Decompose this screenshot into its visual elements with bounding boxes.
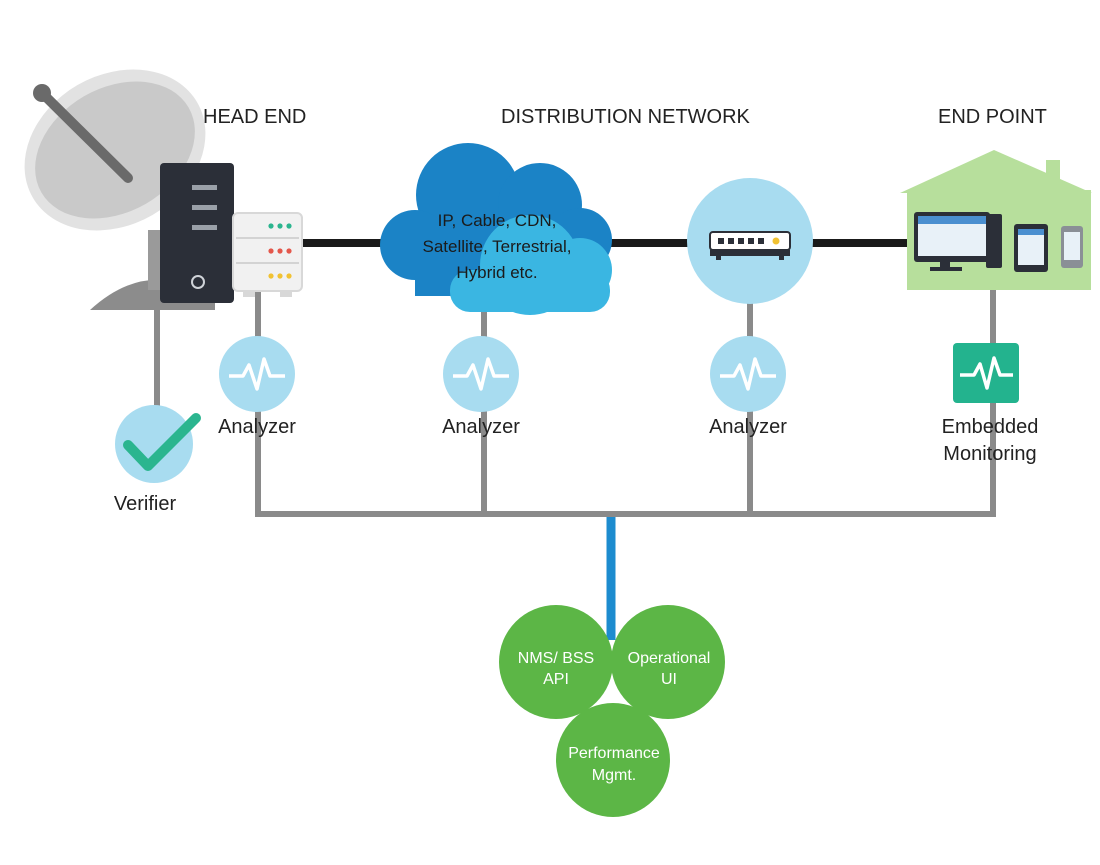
output-operational-ui xyxy=(611,605,725,719)
analyzer-node-1 xyxy=(219,336,295,412)
tablet-icon xyxy=(1014,224,1048,272)
analyzer-node-2 xyxy=(443,336,519,412)
analyzer-label-3: Analyzer xyxy=(709,416,787,438)
checkmark-icon xyxy=(123,413,201,471)
desktop-icon xyxy=(914,212,1002,271)
nms-label-line1: NMS/ BSS xyxy=(518,650,594,667)
cloud-line-2: Satellite, Terrestrial, xyxy=(423,237,572,256)
analyzer-node-3 xyxy=(710,336,786,412)
heading-end-point: END POINT xyxy=(938,106,1047,128)
pulse-icon xyxy=(960,356,1013,390)
analyzer-label-2: Analyzer xyxy=(442,416,520,438)
cloud-line-1: IP, Cable, CDN, xyxy=(438,211,557,230)
perf-label-line1: Performance xyxy=(568,745,660,762)
router-icon xyxy=(687,178,813,304)
output-performance-mgmt xyxy=(556,703,670,817)
distribution-cloud: IP, Cable, CDN, Satellite, Terrestrial, … xyxy=(380,143,612,315)
pulse-icon xyxy=(453,357,509,391)
heading-distribution-network: DISTRIBUTION NETWORK xyxy=(501,106,751,128)
ui-label-line2: UI xyxy=(661,671,677,688)
heading-head-end: HEAD END xyxy=(203,106,306,128)
embedded-label-line1: Embedded xyxy=(942,416,1039,438)
output-nms-bss xyxy=(499,605,613,719)
cloud-line-3: Hybrid etc. xyxy=(456,263,537,282)
pulse-icon xyxy=(720,357,776,391)
server-rack-icon xyxy=(232,212,303,297)
pulse-icon xyxy=(229,357,285,391)
nms-label-line2: API xyxy=(543,671,569,688)
embedded-monitoring-node xyxy=(953,343,1019,403)
phone-icon xyxy=(1061,226,1083,268)
embedded-label-line2: Monitoring xyxy=(943,443,1036,465)
analyzer-label-1: Analyzer xyxy=(218,416,296,438)
ui-label-line1: Operational xyxy=(628,650,711,667)
perf-label-line2: Mgmt. xyxy=(592,767,636,784)
verifier-node xyxy=(115,405,201,483)
verifier-label: Verifier xyxy=(114,493,177,515)
server-tower-icon xyxy=(160,163,234,303)
